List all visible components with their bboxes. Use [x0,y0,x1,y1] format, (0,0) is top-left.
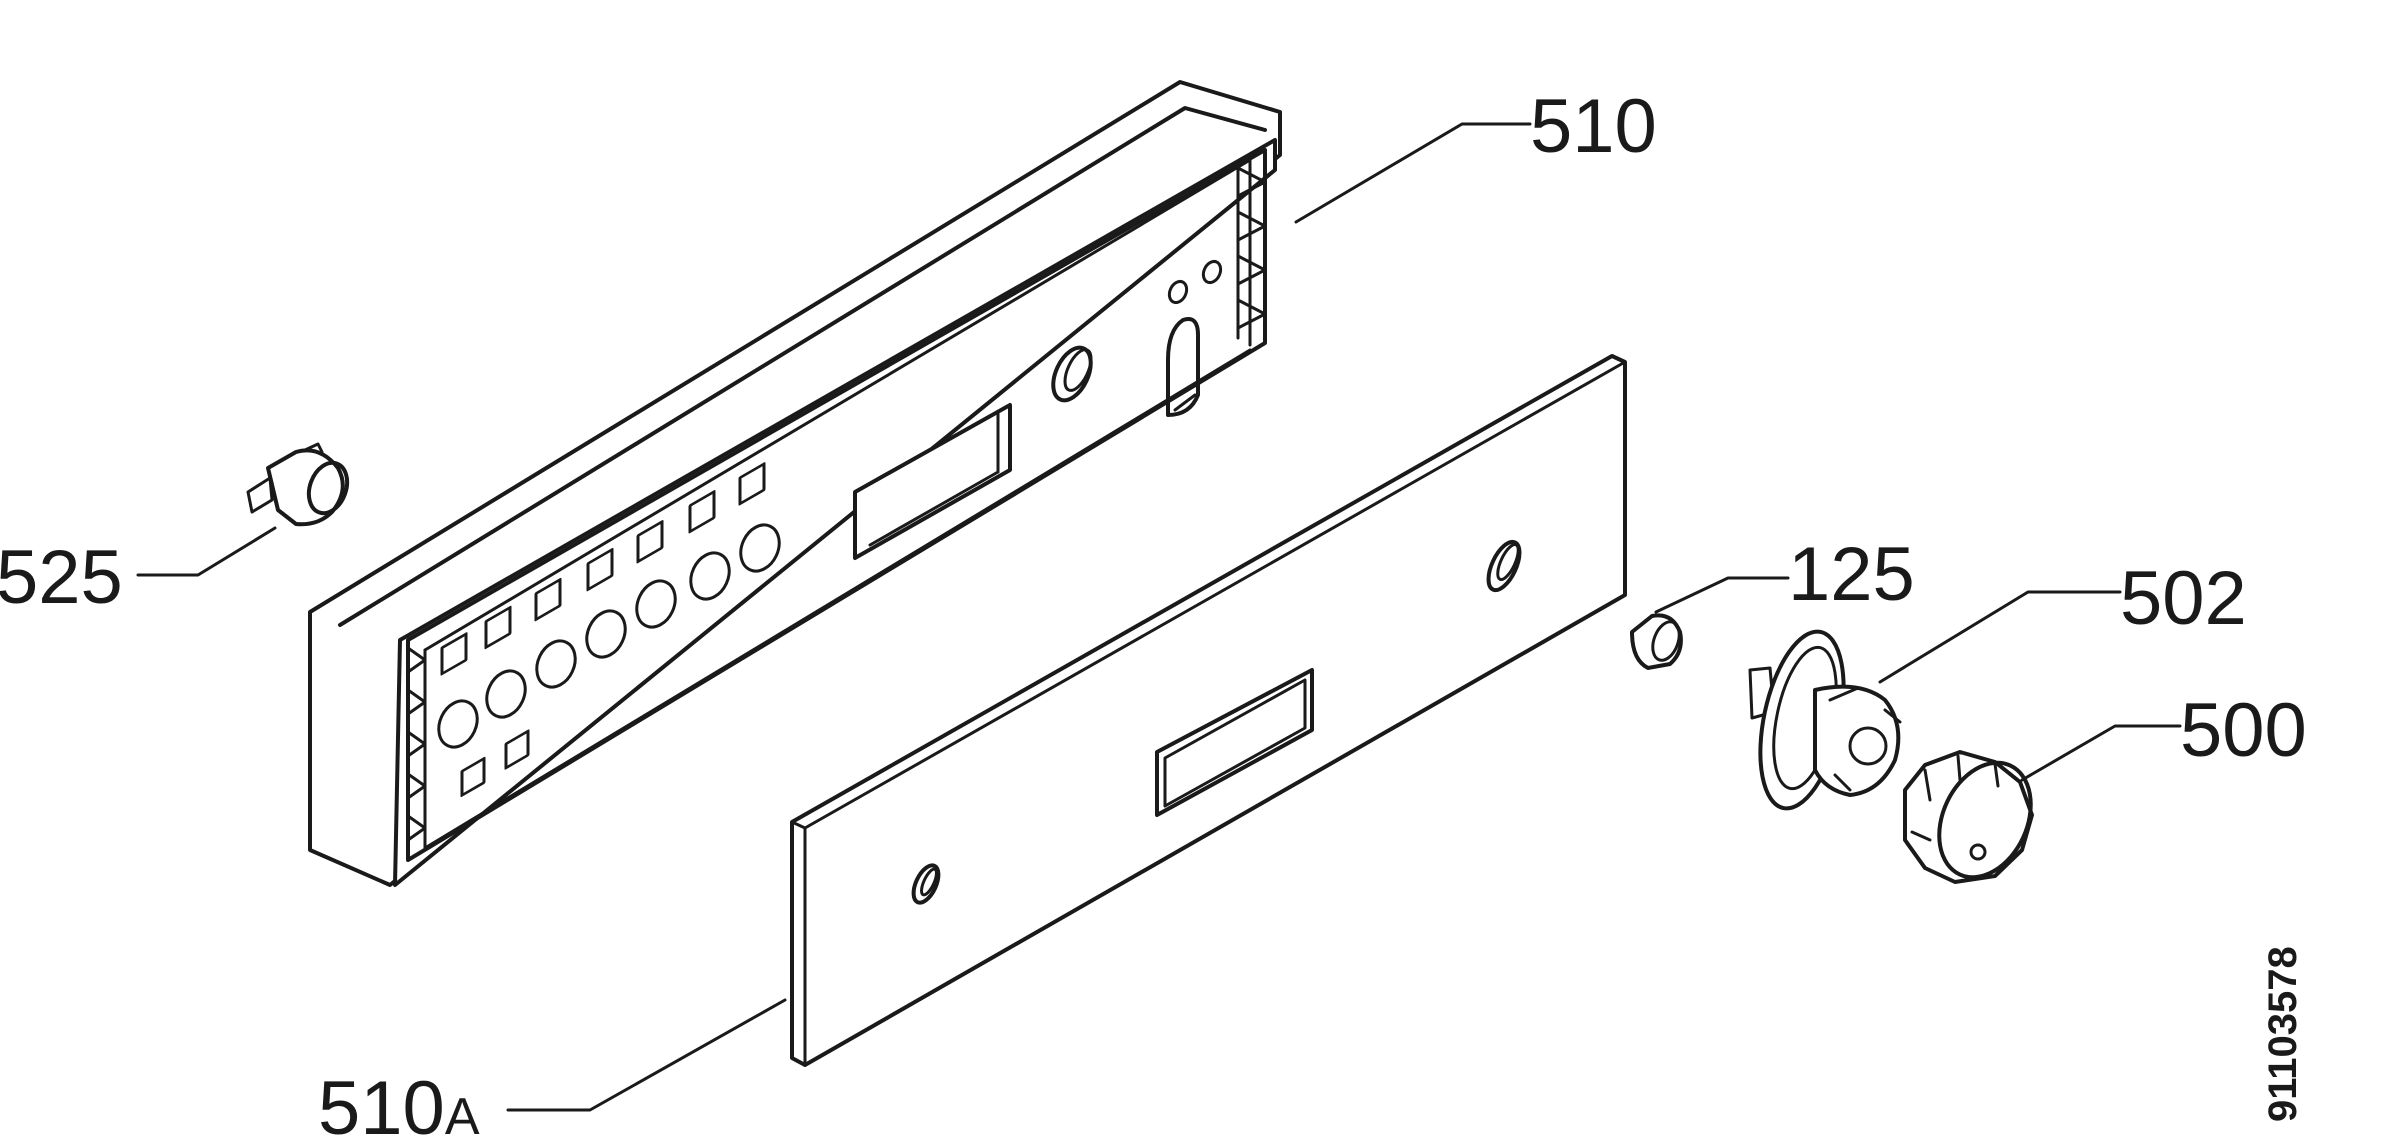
leader-510 [1294,122,1532,224]
control-panel-housing-510 [308,80,1282,887]
spacer-nut-125 [1630,613,1683,670]
leader-525 [136,526,277,577]
label-125: 125 [1788,532,1915,617]
front-fascia-plate-510a [790,354,1627,1067]
leader-502 [1878,590,2122,684]
leader-125 [1654,576,1790,614]
leader-500 [2020,724,2182,782]
label-500: 500 [2180,688,2307,773]
knob-base-502 [1748,629,1902,811]
document-number: 91103578 [2261,946,2305,1122]
label-510a: 510A [318,1066,480,1136]
label-510: 510 [1530,84,1657,169]
indicator-lamp-525 [246,442,350,527]
label-502: 502 [2120,556,2247,641]
control-knob-500 [1903,750,2034,884]
label-525: 525 [0,535,123,620]
label-510a-suffix: A [445,1088,480,1136]
label-510a-number: 510 [318,1066,445,1136]
leader-510a [506,998,787,1112]
